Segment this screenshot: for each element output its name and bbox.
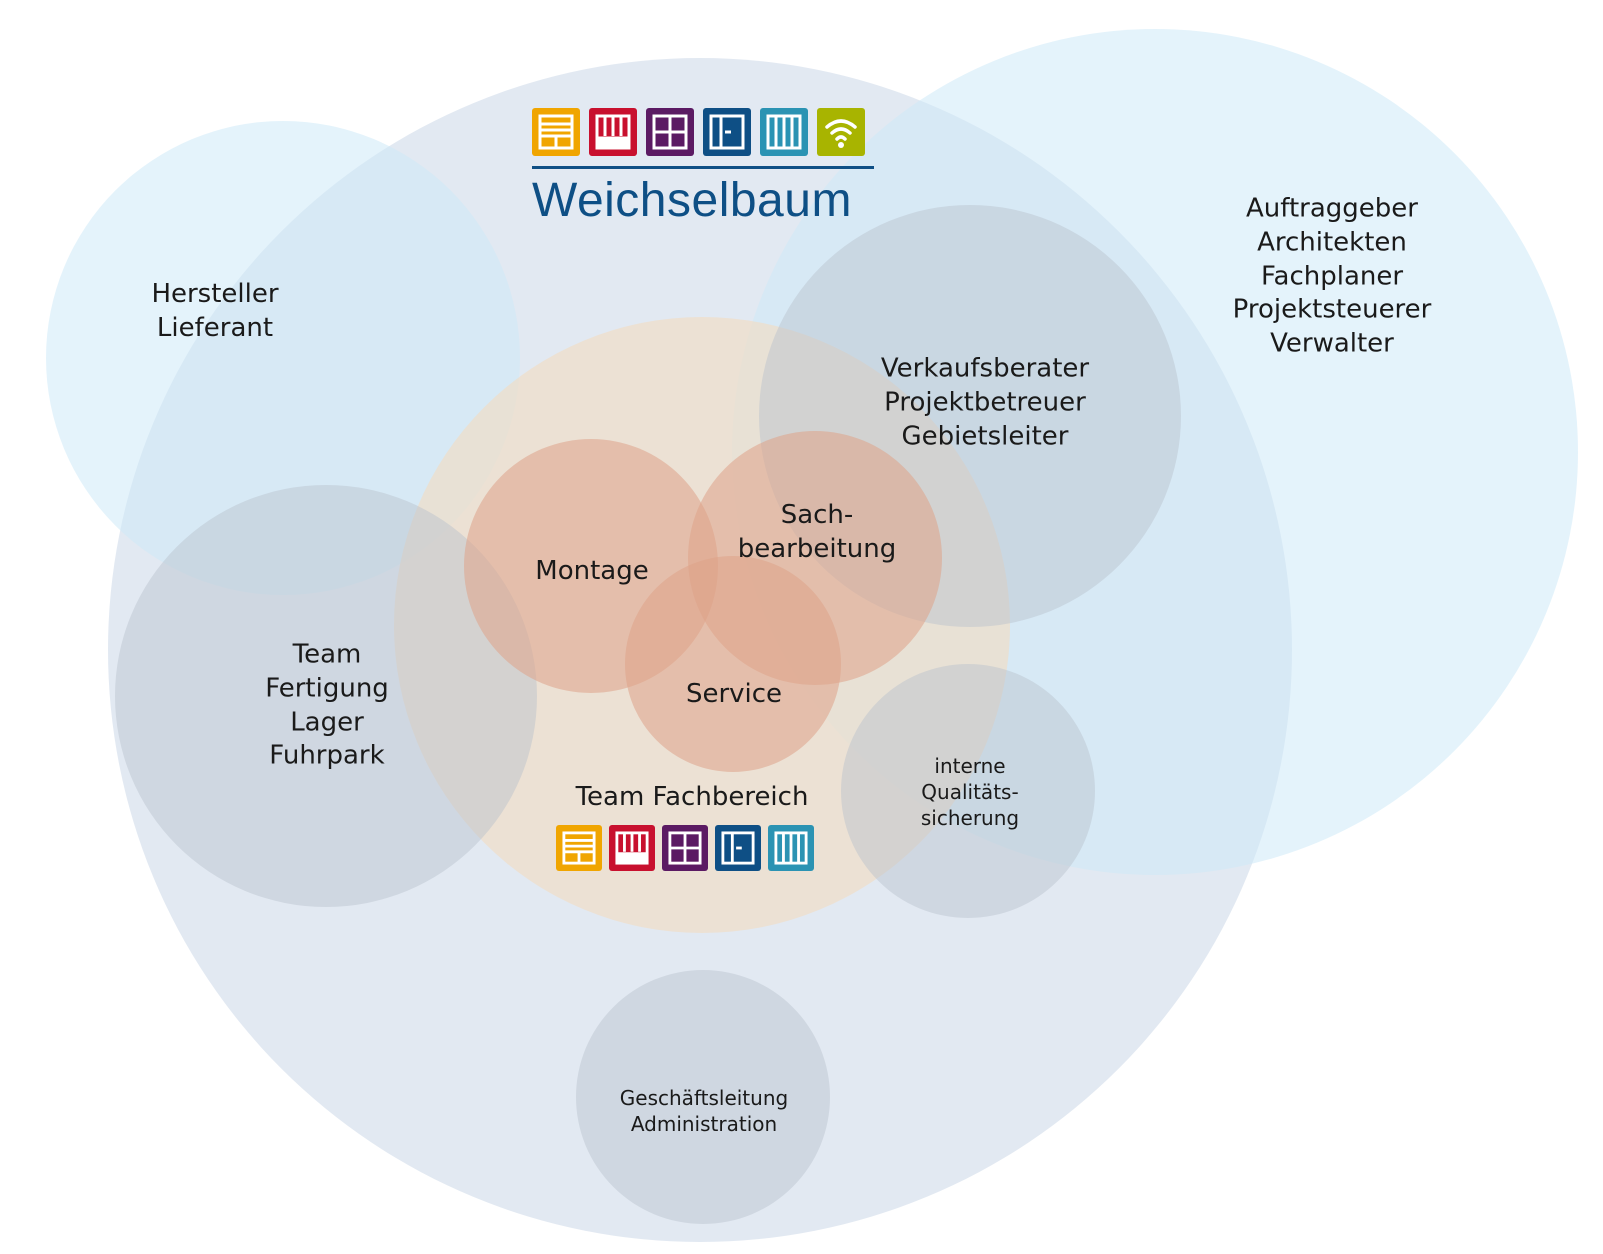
service-circle [625, 556, 841, 772]
team-tiles [556, 825, 814, 871]
quality-circle [841, 664, 1095, 918]
window-icon [646, 108, 694, 156]
clerical-label: Sach- bearbeitung [737, 500, 897, 564]
assembly-label: Montage [535, 556, 649, 587]
clients-label: Auftraggeber Architekten Fachplaner Proj… [1232, 193, 1432, 359]
production-circle [115, 485, 537, 907]
door-icon [715, 825, 761, 871]
service-label: Service [685, 679, 783, 710]
window-icon [662, 825, 708, 871]
management-label: Geschäftsleitung Administration [619, 1086, 789, 1136]
blind-icon [532, 108, 580, 156]
brand-tiles [532, 108, 874, 156]
management-circle [576, 970, 830, 1224]
production-label: Team Fertigung Lager Fuhrpark [265, 639, 389, 771]
blind-icon [556, 825, 602, 871]
gate-icon [768, 825, 814, 871]
gate-icon [760, 108, 808, 156]
awning-icon [609, 825, 655, 871]
door-icon [703, 108, 751, 156]
quality-label: interne Qualitäts- sicherung [920, 754, 1020, 830]
wifi-icon [817, 108, 865, 156]
brand-wordmark: Weichselbaum [532, 174, 852, 227]
suppliers-circle [46, 121, 520, 595]
team-label: Team Fachbereich [575, 782, 809, 813]
awning-icon [589, 108, 637, 156]
sales-label: Verkaufsberater Projektbetreuer Gebietsl… [880, 353, 1090, 451]
brand-divider [532, 166, 874, 169]
suppliers-label: Hersteller Lieferant [151, 279, 279, 343]
brand-logo: Weichselbaum [532, 108, 874, 228]
